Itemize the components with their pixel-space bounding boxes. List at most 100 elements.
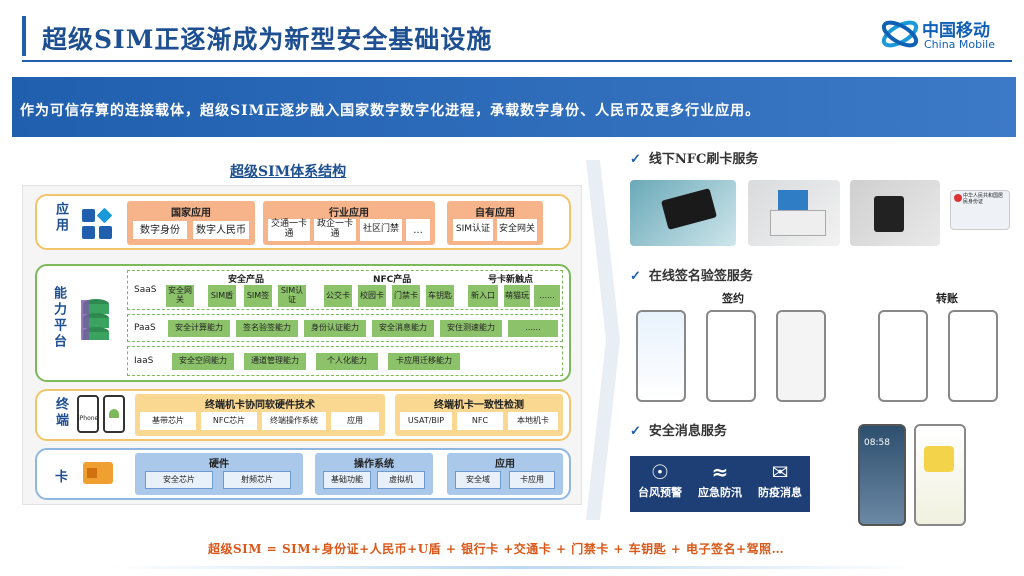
app-group-own: 自有应用 SIM认证 安全网关: [447, 201, 543, 245]
card-group-title: 硬件: [135, 455, 303, 470]
terminal-item: 终端操作系统: [262, 412, 326, 430]
phone-screenshot-sign-1: [636, 310, 686, 402]
terminal-layer-label: 终端: [51, 397, 70, 429]
phone-screenshot-msg-1: 08:58: [858, 424, 906, 526]
iphone-icon: iPhone: [77, 395, 99, 433]
iaas-item: 安全空间能力: [172, 353, 234, 370]
iaas-row: IaaS 安全空间能力 通道管理能力 个人化能力 卡应用迁移能力: [127, 346, 563, 376]
check-icon: ✓: [630, 152, 641, 167]
iaas-item: 通道管理能力: [244, 353, 306, 370]
saas-item: 校园卡: [358, 285, 386, 307]
nfc-photo-terminal: [630, 180, 736, 246]
card-item: 安全域: [455, 471, 501, 489]
app-layer: 应用 国家应用 数字身份 数字人民币 行业应用 交通一卡通 政企一卡通 社区门禁…: [35, 194, 571, 250]
saas-item: 萌猫玩: [504, 285, 530, 307]
card-layer-label: 卡: [55, 466, 68, 485]
typhoon-icon: ☉: [630, 460, 690, 484]
alert-tiles: ☉ 台风预警 ≈ 应急防汛 ✉ 防疫消息: [630, 456, 810, 512]
saas-item: ......: [534, 285, 560, 307]
app-item: 安全网关: [497, 219, 537, 241]
capability-layer: 能力平台 SaaS 安全产品 NFC产品 号卡新触点 安全网关 SIM盾 SIM…: [35, 264, 571, 382]
sim-card-icon: [83, 462, 113, 484]
card-item: 卡应用: [509, 471, 555, 489]
card-item: 基础功能: [323, 471, 371, 489]
terminal-item: 基带芯片: [140, 412, 196, 430]
typhoon-alert-tile: ☉ 台风预警: [630, 456, 690, 512]
card-group-os: 操作系统 基础功能 虚拟机: [315, 453, 433, 495]
mail-icon: ✉: [750, 460, 810, 484]
paas-item: ......: [508, 320, 558, 337]
china-mobile-logo-icon: [880, 16, 920, 52]
card-item: 安全芯片: [145, 471, 213, 489]
msg-service-heading: ✓安全消息服务: [630, 420, 727, 439]
architecture-title: 超级SIM体系结构: [230, 161, 346, 181]
china-mobile-logo: 中国移动 China Mobile: [880, 16, 1010, 56]
paas-label: PaaS: [134, 323, 156, 333]
sign-service-heading: ✓在线签名验签服务: [630, 265, 753, 284]
app-item: 政企一卡通: [314, 219, 356, 241]
app-group-industry: 行业应用 交通一卡通 政企一卡通 社区门禁 ...: [263, 201, 435, 245]
terminal-group-consistency: 终端机卡一致性检测 USAT/BIP NFC 本地机卡: [395, 394, 563, 436]
app-layer-label: 应用: [51, 202, 70, 234]
phone-screenshot-msg-2: [914, 424, 966, 526]
paas-item: 身份认证能力: [304, 320, 366, 337]
check-icon: ✓: [630, 269, 641, 284]
phone-screenshot-sign-3: [776, 310, 826, 402]
summary-banner-text: 作为可信存算的连接载体，超级SIM正逐步融入国家数字数字化进程，承载数字身份、人…: [20, 100, 760, 120]
paas-item: 安全消息能力: [372, 320, 434, 337]
saas-item: SIM盾: [208, 285, 236, 307]
saas-group-title: 号卡新触点: [488, 272, 533, 285]
saas-item: 安全网关: [166, 285, 194, 307]
app-item: SIM认证: [453, 219, 493, 241]
app-item: 社区门禁: [360, 219, 402, 241]
paas-row: PaaS 安全计算能力 签名验签能力 身份认证能力 安全消息能力 安住测速能力 …: [127, 314, 563, 342]
flood-icon: ≈: [690, 460, 750, 484]
app-item: ...: [406, 219, 430, 241]
card-layer: 卡 硬件 安全芯片 射频芯片 操作系统 基础功能 虚拟机 应用 安全域 卡应用: [35, 448, 571, 500]
saas-item: 门禁卡: [392, 285, 420, 307]
terminal-item: 应用: [331, 412, 379, 430]
iaas-label: IaaS: [134, 356, 153, 366]
card-group-title: 应用: [447, 455, 563, 470]
terminal-group-title: 终端机卡协同软硬件技术: [135, 396, 385, 411]
chevron-right-icon: [586, 160, 620, 520]
phone-screenshot-transfer-1: [878, 310, 928, 402]
paas-item: 安全计算能力: [168, 320, 230, 337]
title-underline: [22, 60, 1012, 62]
iphone-label: iPhone: [78, 415, 98, 422]
super-sim-formula: 超级SIM = SIM+身份证+人民币+U盾 + 银行卡 +交通卡 + 门禁卡 …: [208, 540, 784, 557]
android-icon: [103, 395, 125, 433]
saas-label: SaaS: [134, 285, 156, 295]
phone-screenshot-transfer-2: [948, 310, 998, 402]
app-group-national: 国家应用 数字身份 数字人民币: [127, 201, 255, 245]
terminal-layer: 终端 iPhone 终端机卡协同软硬件技术 基带芯片 NFC芯片 终端操作系统 …: [35, 389, 571, 441]
saas-item: SIM签: [244, 285, 272, 307]
saas-item: 新入口: [468, 285, 498, 307]
card-group-title: 操作系统: [315, 455, 433, 470]
typhoon-alert-label: 台风预警: [630, 484, 690, 500]
paas-item: 签名验签能力: [236, 320, 298, 337]
epidemic-alert-tile: ✉ 防疫消息: [750, 456, 810, 512]
database-stack-icon: [81, 296, 111, 346]
app-group-title: 国家应用: [127, 204, 255, 219]
nfc-photo-gate: [850, 180, 940, 246]
flood-alert-tile: ≈ 应急防汛: [690, 456, 750, 512]
epidemic-alert-label: 防疫消息: [750, 484, 810, 500]
terminal-item: 本地机卡: [508, 412, 558, 430]
msg-service-label: 安全消息服务: [649, 424, 727, 439]
id-card-text: 中华人民共和国居民身份证: [963, 194, 1007, 205]
terminal-item: NFC: [457, 412, 503, 430]
app-group-title: 自有应用: [447, 204, 543, 219]
iaas-item: 个人化能力: [316, 353, 378, 370]
saas-item: 公交卡: [324, 285, 352, 307]
logo-text-en: China Mobile: [924, 38, 995, 51]
saas-group-title: NFC产品: [373, 272, 411, 285]
terminal-group-cooperation: 终端机卡协同软硬件技术 基带芯片 NFC芯片 终端操作系统 应用: [135, 394, 385, 436]
sign-contract-label: 签约: [722, 290, 744, 306]
id-card-image: 中华人民共和国居民身份证: [950, 190, 1010, 230]
phone-screenshot-sign-2: [706, 310, 756, 402]
sign-transfer-label: 转账: [936, 290, 958, 306]
card-group-app: 应用 安全域 卡应用: [447, 453, 563, 495]
terminal-group-title: 终端机卡一致性检测: [395, 396, 563, 411]
saas-group-title: 安全产品: [228, 272, 264, 285]
